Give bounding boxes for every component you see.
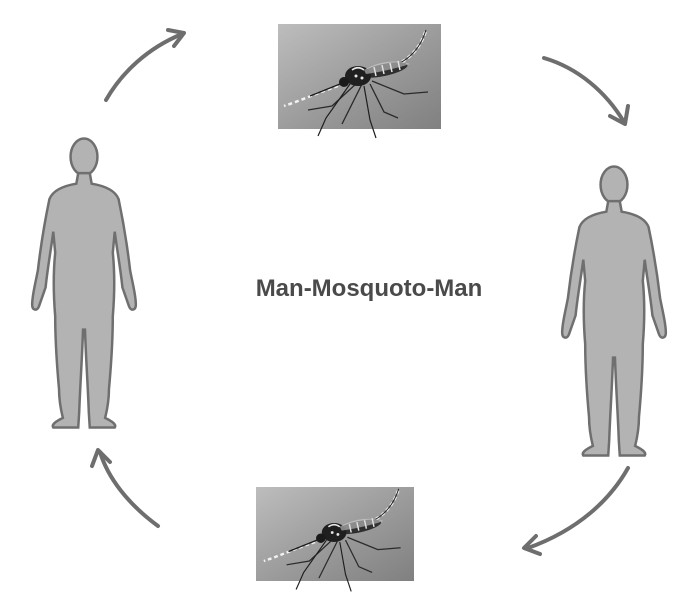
diagram-center-label: Man-Mosquoto-Man [186, 258, 552, 320]
mosquito-photo-top [278, 24, 441, 138]
human-silhouette-right [562, 167, 666, 456]
arrow-bottom-mosquito-to-left-human [92, 450, 158, 526]
human-silhouette-left [32, 139, 136, 428]
arrow-top-mosquito-to-right-human [544, 58, 628, 124]
arrow-right-human-to-bottom-mosquito [524, 468, 628, 554]
mosquito-photo-bottom [256, 487, 414, 591]
arrow-left-human-to-top-mosquito [106, 30, 184, 100]
